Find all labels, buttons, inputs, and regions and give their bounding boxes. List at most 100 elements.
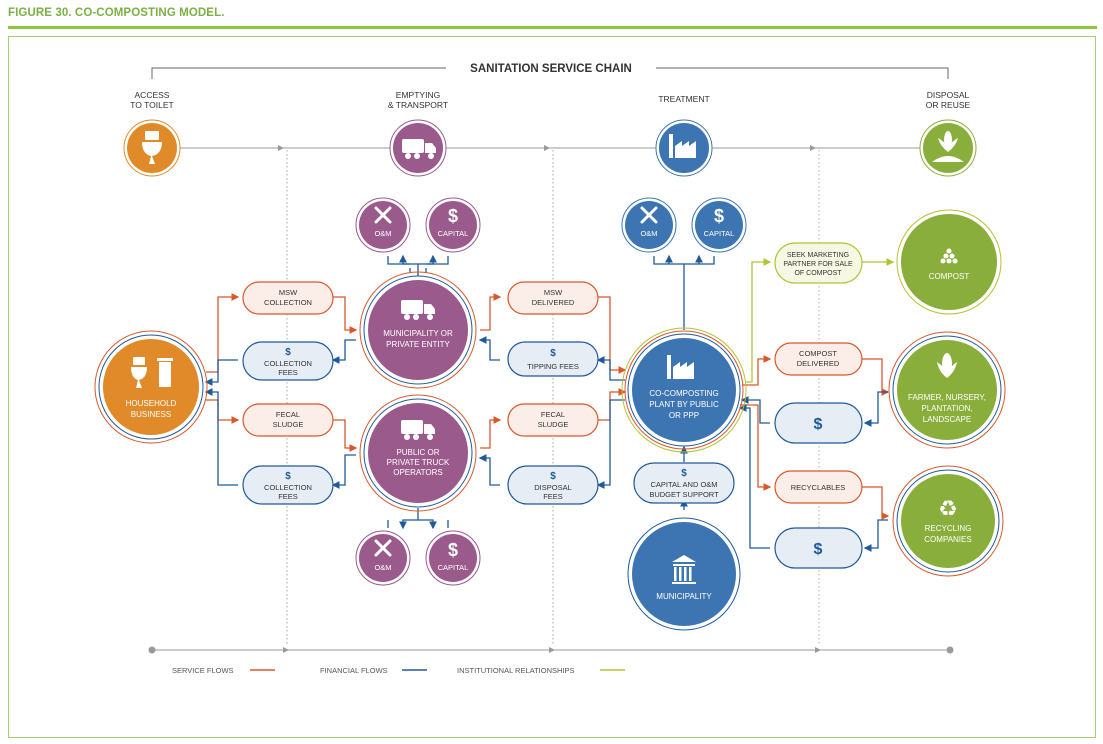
service-chain-bracket xyxy=(151,67,949,79)
legend: SERVICE FLOWS FINANCIAL FLOWS INSTITUTIO… xyxy=(172,666,625,675)
pill-fecal-sludge-2-l1: FECAL xyxy=(541,410,565,419)
node-truck-operators-l3: OPERATORS xyxy=(393,468,443,477)
node-municipality-private-l2: PRIVATE ENTITY xyxy=(386,340,450,349)
figure-title: FIGURE 30. CO-COMPOSTING MODEL. xyxy=(8,7,225,19)
bottom-timeline xyxy=(148,646,954,654)
pill-msw-delivered-l2: DELIVERED xyxy=(532,298,575,307)
toilet-icon xyxy=(131,357,147,388)
pill-fecal-sludge-2-l2: SLUDGE xyxy=(538,420,569,429)
stage-label-access: ACCESS xyxy=(135,90,170,100)
pill-msw-collection-l1: MSW xyxy=(279,288,298,297)
om-circle-top: O&M xyxy=(355,197,411,253)
om-label-bottom: O&M xyxy=(374,563,391,572)
tools-icon xyxy=(640,206,658,224)
pill-budget-support-l2: BUDGET SUPPORT xyxy=(649,490,719,499)
pill-msw-collection-l2: COLLECTION xyxy=(264,298,312,307)
node-household-l2: BUSINESS xyxy=(131,410,171,419)
truck-icon xyxy=(401,300,435,320)
pill-fecal-sludge-1: FECAL SLUDGE xyxy=(242,403,334,437)
node-compost: COMPOST xyxy=(896,209,1002,315)
capital-circle-plant: $ CAPITAL xyxy=(691,197,747,253)
institutional-flows xyxy=(745,258,895,383)
node-recycling-l2: COMPANIES xyxy=(924,535,971,544)
stage-icon-treatment xyxy=(655,119,713,177)
node-farmer: FARMER, NURSERY, PLANTATION, LANDSCAPE xyxy=(888,331,1006,449)
node-municipality-l1: MUNICIPALITY xyxy=(656,592,712,601)
node-household-l1: HOUSEHOLD xyxy=(126,399,177,408)
stage-icon-emptying xyxy=(389,119,447,177)
stage-label-emptying-2: & TRANSPORT xyxy=(388,100,448,110)
pill-compost-delivered-l1: COMPOST xyxy=(799,349,837,358)
pill-collection-fees-2-l2: FEES xyxy=(278,492,298,501)
node-truck-operators: PUBLIC OR PRIVATE TRUCK OPERATORS xyxy=(359,394,477,512)
pill-compost-delivered-l2: DELIVERED xyxy=(797,359,840,368)
pill-msw-collection: MSW COLLECTION xyxy=(242,281,334,315)
government-building-icon xyxy=(672,555,696,584)
legend-service-label: SERVICE FLOWS xyxy=(172,666,234,675)
pill-fecal-sludge-1-l2: SLUDGE xyxy=(273,420,304,429)
recycle-icon: ♻ xyxy=(938,496,958,521)
pill-collection-fees-2: $ COLLECTION FEES xyxy=(242,465,334,505)
capital-label-top: CAPITAL xyxy=(438,229,469,238)
node-household: HOUSEHOLD BUSINESS xyxy=(94,330,208,444)
pill-seek-partner-l1: SEEK MARKETING xyxy=(787,252,849,259)
node-municipality-private-l1: MUNICIPALITY OR xyxy=(383,329,453,338)
om-label-top: O&M xyxy=(374,229,391,238)
figure-frame xyxy=(8,36,1096,738)
legend-financial-label: FINANCIAL FLOWS xyxy=(320,666,388,675)
tools-icon xyxy=(374,206,392,224)
pill-seek-partner: SEEK MARKETING PARTNER FOR SALE OF COMPO… xyxy=(774,242,863,284)
financial-flows xyxy=(204,254,888,552)
node-municipality-private: MUNICIPALITY OR PRIVATE ENTITY xyxy=(359,271,477,389)
pill-tipping-fees-l1: TIPPING FEES xyxy=(527,362,579,371)
node-farmer-l3: LANDSCAPE xyxy=(923,415,971,424)
capital-label-bottom: CAPITAL xyxy=(438,563,469,572)
capital-dollar-top: $ xyxy=(448,206,458,226)
stage-label-disposal-2: OR REUSE xyxy=(926,100,971,110)
node-truck-operators-l2: PRIVATE TRUCK xyxy=(387,458,450,467)
pill-tipping-fees: $ TIPPING FEES xyxy=(507,341,599,377)
truck-icon xyxy=(401,420,435,440)
pill-disposal-fees: $ DISPOSAL FEES xyxy=(507,465,599,505)
stage-label-disposal: DISPOSAL xyxy=(927,90,970,100)
stage-icon-access xyxy=(123,119,181,177)
node-plant: CO-COMPOSTING PLANT BY PUBLIC OR PPP xyxy=(621,327,747,453)
pill-seek-partner-l3: OF COMPOST xyxy=(794,270,842,277)
pill-msw-delivered: MSW DELIVERED xyxy=(507,281,599,315)
pill-dollar-4: $ xyxy=(550,471,556,482)
pill-fecal-sludge-2: FECAL SLUDGE xyxy=(507,403,599,437)
factory-icon xyxy=(669,134,696,158)
pill-disposal-fees-l1: DISPOSAL xyxy=(534,483,572,492)
node-plant-l1: CO-COMPOSTING xyxy=(649,389,718,398)
node-truck-operators-l1: PUBLIC OR xyxy=(396,448,439,457)
truck-icon xyxy=(402,139,436,159)
capital-label-plant: CAPITAL xyxy=(704,229,735,238)
pill-recyclables: RECYCLABLES xyxy=(774,470,863,504)
capital-circle-top: $ CAPITAL xyxy=(425,197,481,253)
title-rule xyxy=(8,26,1097,29)
service-chain-title: SANITATION SERVICE CHAIN xyxy=(470,63,632,75)
compost-pile-icon xyxy=(940,248,958,264)
stage-label-treatment: TREATMENT xyxy=(658,94,709,104)
om-circle-plant: O&M xyxy=(621,197,677,253)
legend-institutional-label: INSTITUTIONAL RELATIONSHIPS xyxy=(457,666,575,675)
capital-dollar-bottom: $ xyxy=(448,540,458,560)
pill-seek-partner-l2: PARTNER FOR SALE xyxy=(783,261,853,268)
trash-bin-icon xyxy=(157,358,173,387)
pill-dollar-2: $ xyxy=(285,471,291,482)
pill-msw-delivered-l1: MSW xyxy=(544,288,563,297)
corn-icon xyxy=(937,353,957,378)
node-plant-l3: OR PPP xyxy=(669,411,699,420)
toilet-icon xyxy=(142,131,162,164)
node-compost-l1: COMPOST xyxy=(929,272,970,281)
node-farmer-l1: FARMER, NURSERY, xyxy=(908,393,986,402)
pill-disposal-fees-l2: FEES xyxy=(543,492,563,501)
node-farmer-l2: PLANTATION, xyxy=(921,404,972,413)
capital-circle-bottom: $ CAPITAL xyxy=(425,530,481,586)
stage-icon-disposal xyxy=(919,119,977,177)
pill-dollar-5: $ xyxy=(814,416,823,433)
pill-dollar-3: $ xyxy=(550,348,556,359)
pill-budget-support-l1: CAPITAL AND O&M xyxy=(650,480,717,489)
pill-collection-fees-1: $ COLLECTION FEES xyxy=(242,341,334,381)
